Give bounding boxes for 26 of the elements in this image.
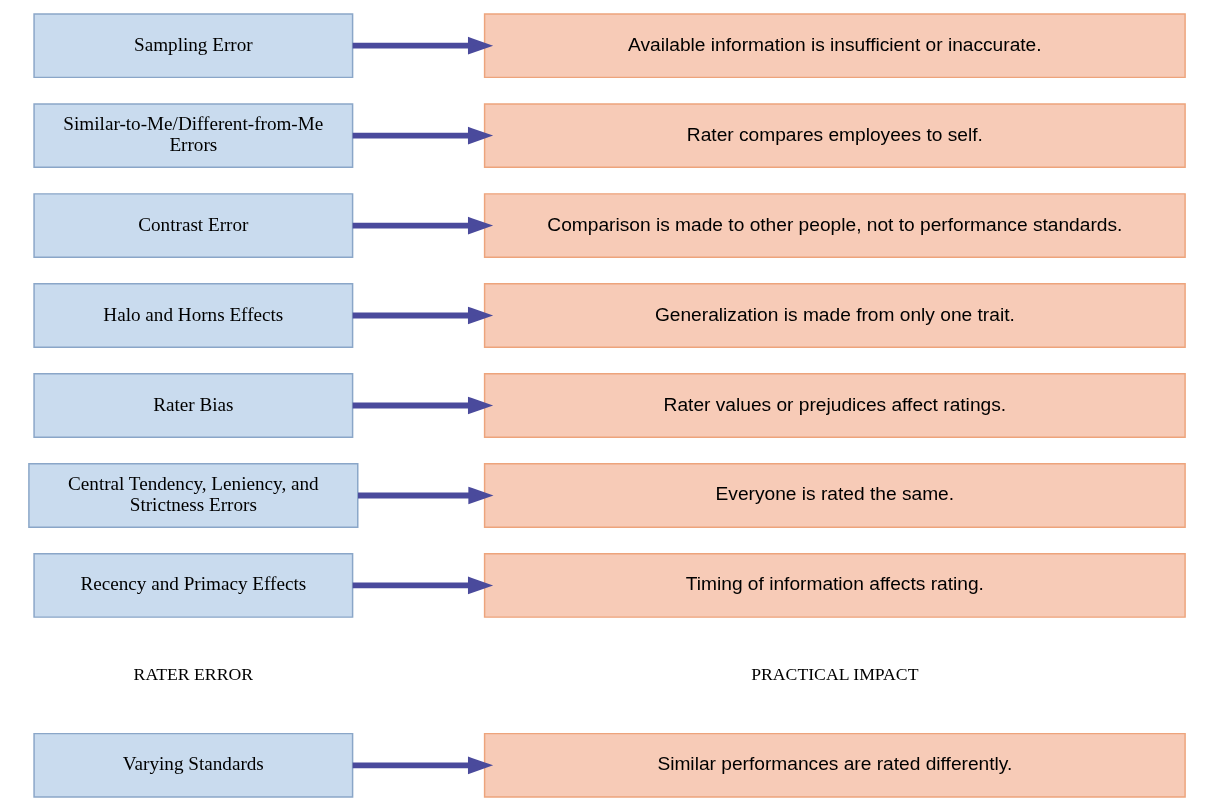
node-box: Varying Standards (33, 732, 354, 798)
node-box: Generalization is made from only one trait. (483, 283, 1186, 348)
node-box: Rater Bias (33, 373, 354, 438)
node-box: Comparison is made to other people, not to performance standards. (483, 193, 1186, 259)
label: PRACTICAL IMPACT (751, 663, 919, 684)
arrow (352, 306, 494, 325)
node-box: Central Tendency, Leniency, and Strictness Errors (28, 463, 359, 528)
arrow (352, 756, 494, 775)
arrow (352, 216, 494, 235)
arrow (358, 486, 494, 505)
node-box: Recency and Primacy Effects (33, 552, 354, 618)
node-box: Rater values or prejudices affect ratings. (483, 373, 1186, 438)
node-box: Similar performances are rated differently. (483, 732, 1186, 798)
node-box: Available information is insufficient or inaccurate. (483, 13, 1186, 79)
node-box: Contrast Error (33, 193, 354, 259)
node-box: Halo and Horns Effects (33, 283, 354, 348)
node-box: Sampling Error (33, 13, 354, 79)
arrow (352, 126, 494, 145)
arrow (352, 576, 494, 595)
arrow (352, 36, 494, 55)
node-box: Everyone is rated the same. (483, 463, 1186, 528)
node-box: Timing of information affects rating. (483, 552, 1186, 618)
node-box: Similar-to-Me/Different-from-Me Errors (33, 103, 354, 169)
node-box: Rater compares employees to self. (483, 103, 1186, 169)
label: RATER ERROR (133, 663, 254, 684)
arrow (352, 396, 494, 415)
